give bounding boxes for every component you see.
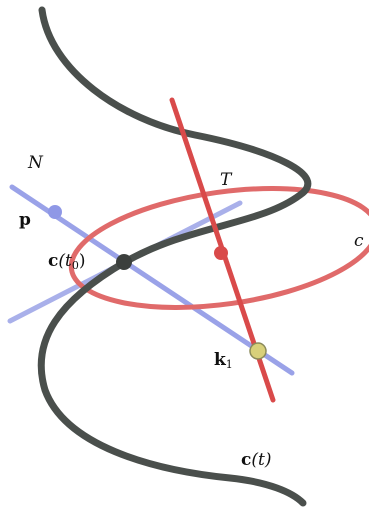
label-c-t: c(t): [241, 452, 271, 469]
helix-curve: [37, 6, 312, 507]
label-c-t0-close: ): [78, 251, 86, 271]
normal-line: [9, 184, 295, 376]
label-k1: k1: [214, 350, 233, 371]
label-k1-bold: k: [214, 350, 226, 370]
point-T: [214, 246, 228, 260]
label-c-t0-bold: c: [48, 251, 59, 271]
label-p: p: [19, 210, 31, 230]
point-p: [48, 205, 62, 219]
label-c-t-arg: (t): [251, 450, 272, 470]
label-c-t0: c(t0): [48, 251, 86, 272]
label-k1-sub: 1: [225, 358, 233, 371]
label-c-t-bold: c: [241, 450, 252, 470]
label-c-t0-sub: 0: [71, 259, 79, 272]
label-c-t0-arg: (t: [58, 251, 72, 271]
label-c: c: [354, 231, 364, 251]
point-k1: [249, 342, 267, 360]
point-c-t0: [116, 254, 132, 270]
osculating-circle: [68, 186, 369, 310]
label-N: N: [28, 153, 43, 173]
label-T: T: [220, 170, 232, 190]
